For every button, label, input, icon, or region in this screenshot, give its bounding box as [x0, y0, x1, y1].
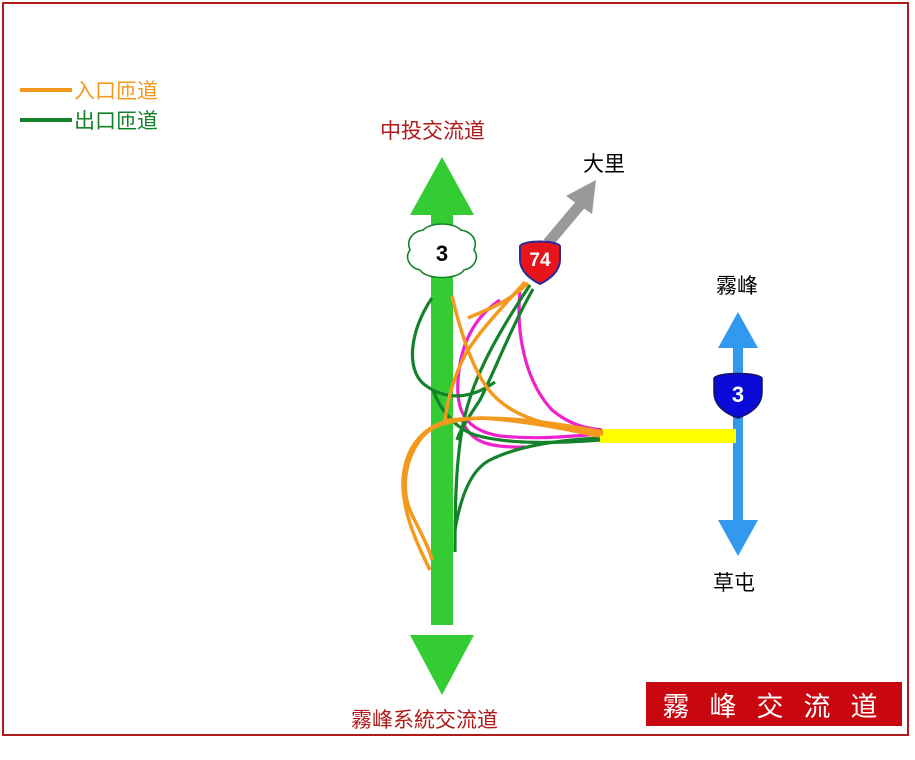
freeway-3-shield-number: 3	[436, 241, 448, 266]
map-frame	[2, 2, 909, 736]
entrance-swatch-icon	[20, 88, 72, 92]
legend-entrance: 入口匝道	[20, 77, 158, 103]
dali-arrow-icon	[566, 180, 596, 214]
north-destination-label: 中投交流道	[380, 119, 485, 143]
south-arrow-icon	[410, 635, 474, 695]
provincial-3-shield-number: 3	[732, 382, 744, 407]
wufeng-label: 霧峰	[716, 274, 758, 298]
legend-exit: 出口匝道	[20, 107, 158, 133]
connector-road	[600, 429, 736, 443]
legend-entrance-label: 入口匝道	[74, 79, 158, 103]
exit-ramps	[410, 284, 601, 553]
dali-direction	[543, 180, 596, 247]
legend-exit-label: 出口匝道	[74, 109, 158, 133]
provincial-3-shield-icon: 3	[713, 372, 763, 419]
caotun-label: 草屯	[713, 571, 755, 595]
expressway-74-shield-number: 74	[529, 250, 551, 271]
wufeng-arrow-icon	[718, 312, 758, 348]
provincial-3-road	[718, 312, 758, 556]
south-destination-label: 霧峰系統交流道	[351, 708, 498, 732]
interchange-title: 霧峰交流道	[646, 682, 902, 726]
north-arrow-icon	[410, 157, 474, 215]
freeway-3-shield-icon: 3	[406, 223, 478, 279]
entrance-ramps	[401, 280, 604, 571]
caotun-arrow-icon	[718, 520, 758, 556]
dali-label: 大里	[583, 152, 625, 176]
freeway-3-mainline	[410, 157, 474, 695]
expressway-74-shield-icon: 74	[519, 240, 561, 286]
exit-swatch-icon	[20, 118, 72, 122]
